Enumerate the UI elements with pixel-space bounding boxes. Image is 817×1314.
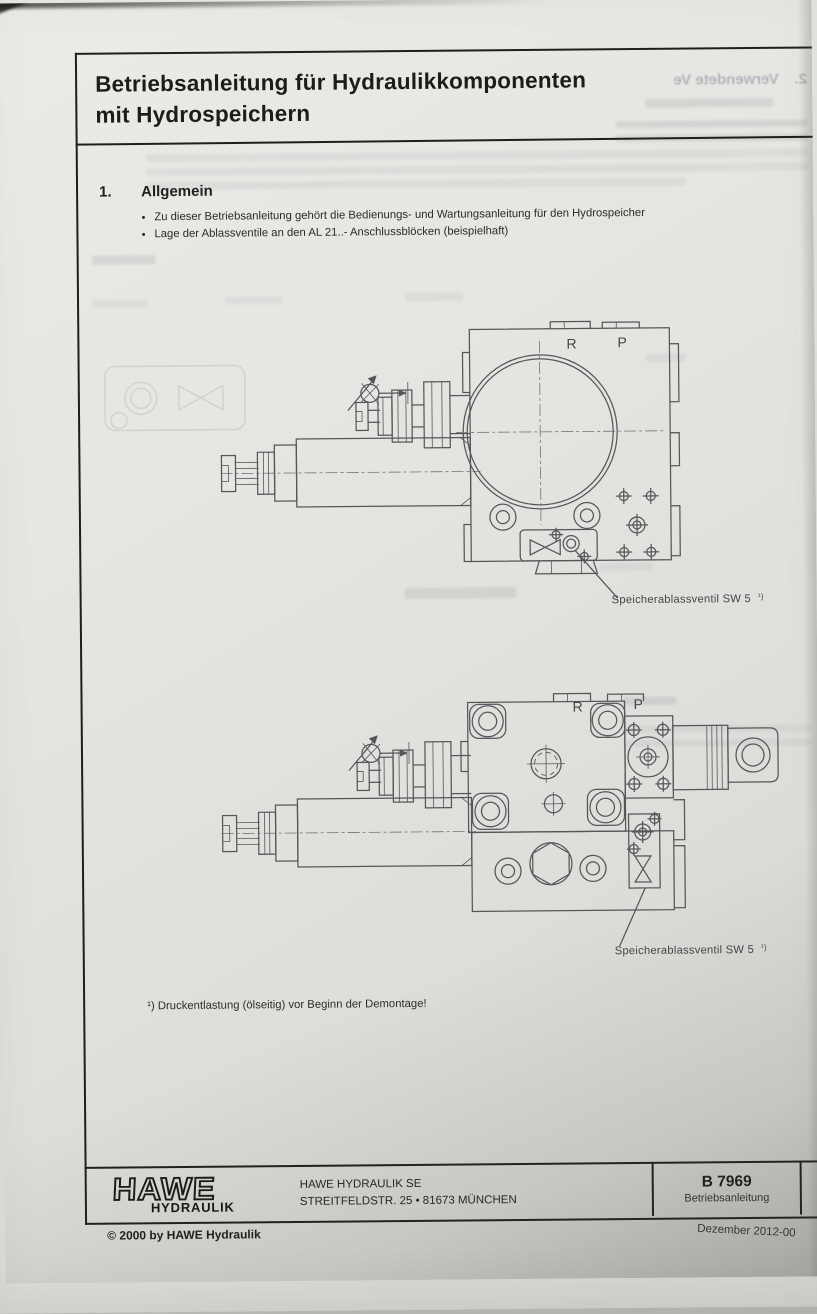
- photo-corner-shadow: [0, 0, 47, 18]
- company-street: STREITFELDSTR. 25 • 81673 MÜNCHEN: [300, 1192, 517, 1210]
- technical-drawing-bottom: R P: [210, 679, 792, 964]
- footnote-ref: ¹): [761, 943, 767, 952]
- manifold-block: [460, 693, 685, 912]
- pressure-valve-assembly: [221, 734, 476, 867]
- photo-edge-shadow: [0, 0, 614, 9]
- section-number: 1.: [99, 184, 112, 201]
- bullet-list: Zu dieser Betriebsanleitung gehört die B…: [141, 204, 701, 243]
- copyright-notice: © 2000 by HAWE Hydraulik: [107, 1227, 261, 1242]
- callout-text: Speicherablassventil SW 5: [615, 944, 754, 957]
- port-label-p: P: [617, 334, 626, 350]
- edition-date: Dezember 2012-00: [697, 1223, 796, 1240]
- document-number: B 7969: [654, 1173, 800, 1192]
- company-address: HAWE HYDRAULIK SE STREITFELDSTR. 25 • 81…: [300, 1175, 517, 1210]
- port-label-r: R: [573, 698, 583, 714]
- drain-valve-symbol: [520, 527, 597, 574]
- callout-drain-valve: Speicherablassventil SW 5 ¹): [612, 592, 764, 606]
- accumulator-circle: [455, 340, 667, 526]
- page-title-line2: mit Hydrospeichern: [95, 94, 715, 130]
- hawe-logo-subtext: HYDRAULIK: [151, 1200, 235, 1216]
- page-title: Betriebsanleitung für Hydraulikkomponent…: [95, 63, 716, 130]
- leader-line: [575, 550, 617, 598]
- footnote-text: ¹) Druckentlastung (ölseitig) vor Beginn…: [147, 998, 427, 1012]
- pressure-valve-assembly: [220, 381, 481, 507]
- technical-drawing-top: R P: [217, 309, 700, 613]
- document-type: Betriebsanleitung: [654, 1192, 800, 1205]
- port-label-r: R: [566, 336, 576, 352]
- callout-drain-valve: Speicherablassventil SW 5 ¹): [615, 943, 767, 957]
- section-heading: Allgemein: [141, 183, 213, 201]
- callout-text: Speicherablassventil SW 5: [612, 593, 751, 606]
- leader-line: [619, 888, 646, 946]
- page-content: 2. Verwendete Ve Betriebsanleitung für H…: [0, 0, 817, 1284]
- port-label-p: P: [633, 696, 642, 712]
- side-valve-attachment: [626, 721, 779, 792]
- company-name: HAWE HYDRAULIK SE: [300, 1175, 517, 1193]
- drain-valve-symbol: [627, 812, 663, 888]
- footnote-ref: ¹): [758, 592, 764, 601]
